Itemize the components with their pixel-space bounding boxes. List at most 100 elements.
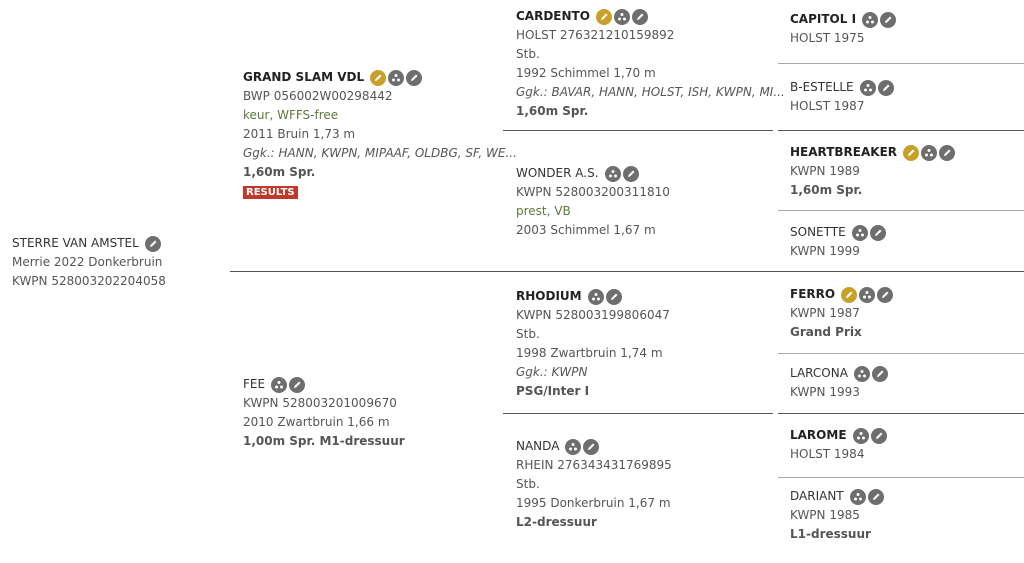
offspring-icon[interactable] (595, 8, 612, 25)
gen4-horse-2: B-ESTELLE HOLST 1987 (790, 78, 896, 116)
pencil-icon[interactable] (870, 427, 887, 444)
pedigree-tree-icon[interactable] (851, 224, 868, 241)
sd-status: prest, VB (516, 204, 571, 218)
dd-perf: L2-dressuur (516, 515, 597, 529)
subject-name[interactable]: STERRE VAN AMSTEL (12, 236, 139, 250)
g1-reg: HOLST 1975 (790, 31, 865, 45)
pencil-icon[interactable] (867, 488, 884, 505)
pedigree-tree-icon[interactable] (859, 79, 876, 96)
sire-status: keur, WFFS-free (243, 108, 339, 122)
pedigree-tree-icon[interactable] (921, 144, 938, 161)
results-badge[interactable]: RESULTS (243, 186, 298, 199)
dam-reg: KWPN 528003201009670 (243, 396, 397, 410)
gen4-horse-5: FERRO KWPN 1987 Grand Prix (790, 285, 895, 342)
pencil-icon[interactable] (144, 235, 161, 252)
subject-line1: Merrie 2022 Donkerbruin (12, 255, 163, 269)
sire-ggk: Ggk.: HANN, KWPN, MIPAAF, OLDBG, SF, WE.… (243, 146, 517, 160)
pedigree-tree-icon[interactable] (859, 286, 876, 303)
gen1-divider (230, 271, 1024, 272)
g4-reg: KWPN 1999 (790, 244, 860, 258)
offspring-icon[interactable] (903, 144, 920, 161)
g6-name[interactable]: LARCONA (790, 366, 848, 380)
gen4-horse-4: SONETTE KWPN 1999 (790, 223, 888, 261)
pencil-icon[interactable] (939, 144, 956, 161)
pencil-icon[interactable] (583, 438, 600, 455)
ss-name[interactable]: CARDENTO (516, 9, 590, 23)
ss-info: 1992 Schimmel 1,70 m (516, 66, 656, 80)
dam-info: 2010 Zwartbruin 1,66 m (243, 415, 390, 429)
g6-reg: KWPN 1993 (790, 385, 860, 399)
gen4-divider-1 (778, 63, 1024, 64)
subject-line2: KWPN 528003202204058 (12, 274, 166, 288)
ds-stb: Stb. (516, 327, 540, 341)
pedigree-tree-icon[interactable] (604, 165, 621, 182)
sire-perf: 1,60m Spr. (243, 165, 316, 179)
pencil-icon[interactable] (871, 365, 888, 382)
g1-name[interactable]: CAPITOL I (790, 12, 857, 26)
dd-info: 1995 Donkerbruin 1,67 m (516, 496, 671, 510)
pedigree-tree-icon[interactable] (388, 69, 405, 86)
ds-reg: KWPN 528003199806047 (516, 308, 670, 322)
gen4-horse-1: CAPITOL I HOLST 1975 (790, 10, 898, 48)
sire-branch-divider (503, 130, 773, 131)
dd-name[interactable]: NANDA (516, 439, 560, 453)
gen4-horse-7: LAROME HOLST 1984 (790, 426, 889, 464)
ss-perf: 1,60m Spr. (516, 104, 589, 118)
gen4-horse-3: HEARTBREAKER KWPN 1989 1,60m Spr. (790, 143, 957, 200)
ss-ggk: Ggk.: BAVAR, HANN, HOLST, ISH, KWPN, MI.… (516, 85, 785, 99)
offspring-icon[interactable] (370, 69, 387, 86)
pencil-icon[interactable] (877, 79, 894, 96)
pencil-icon[interactable] (622, 165, 639, 182)
pencil-icon[interactable] (880, 11, 897, 28)
g8-reg: KWPN 1985 (790, 508, 860, 522)
dam-name[interactable]: FEE (243, 377, 266, 391)
gen4-divider-7 (778, 477, 1024, 478)
g3-perf: 1,60m Spr. (790, 183, 863, 197)
gen4-divider-6 (778, 413, 1024, 414)
g4-name[interactable]: SONETTE (790, 225, 846, 239)
ds-info: 1998 Zwartbruin 1,74 m (516, 346, 663, 360)
pedigree-tree-icon[interactable] (853, 365, 870, 382)
pedigree-tree-icon[interactable] (852, 427, 869, 444)
dam-branch-divider (503, 413, 773, 414)
pencil-icon[interactable] (605, 288, 622, 305)
gen4-horse-8: DARIANT KWPN 1985 L1-dressuur (790, 487, 886, 544)
sire-info: 2011 Bruin 1,73 m (243, 127, 356, 141)
g3-name[interactable]: HEARTBREAKER (790, 145, 898, 159)
sire-sire-horse: CARDENTO HOLST 276321210159892 Stb. 1992… (516, 7, 785, 121)
g5-perf: Grand Prix (790, 325, 862, 339)
pencil-icon[interactable] (877, 286, 894, 303)
pedigree-tree-icon[interactable] (613, 8, 630, 25)
pedigree-tree-icon[interactable] (862, 11, 879, 28)
sd-name[interactable]: WONDER A.S. (516, 166, 599, 180)
dam-dam-horse: NANDA RHEIN 276343431769895 Stb. 1995 Do… (516, 437, 672, 532)
pencil-icon[interactable] (631, 8, 648, 25)
offspring-icon[interactable] (841, 286, 858, 303)
pencil-icon[interactable] (869, 224, 886, 241)
pedigree-tree-icon[interactable] (565, 438, 582, 455)
sire-horse: GRAND SLAM VDL BWP 056002W00298442 keur,… (243, 68, 517, 201)
g5-reg: KWPN 1987 (790, 306, 860, 320)
gen4-divider-2 (778, 130, 1024, 131)
sire-name[interactable]: GRAND SLAM VDL (243, 70, 365, 84)
pedigree-tree-icon[interactable] (271, 376, 288, 393)
pencil-icon[interactable] (289, 376, 306, 393)
sd-reg: KWPN 528003200311810 (516, 185, 670, 199)
gen4-horse-6: LARCONA KWPN 1993 (790, 364, 890, 402)
g7-name[interactable]: LAROME (790, 428, 847, 442)
ss-reg: HOLST 276321210159892 (516, 28, 675, 42)
g2-name[interactable]: B-ESTELLE (790, 80, 854, 94)
g5-name[interactable]: FERRO (790, 287, 836, 301)
g7-reg: HOLST 1984 (790, 447, 865, 461)
dam-perf: 1,00m Spr. M1-dressuur (243, 434, 405, 448)
pedigree-tree-icon[interactable] (587, 288, 604, 305)
gen4-divider-5 (778, 353, 1024, 354)
g8-perf: L1-dressuur (790, 527, 871, 541)
pencil-icon[interactable] (406, 69, 423, 86)
g8-name[interactable]: DARIANT (790, 489, 844, 503)
pedigree-tree-icon[interactable] (849, 488, 866, 505)
dd-stb: Stb. (516, 477, 540, 491)
ds-name[interactable]: RHODIUM (516, 289, 582, 303)
dam-horse: FEE KWPN 528003201009670 2010 Zwartbruin… (243, 375, 405, 451)
